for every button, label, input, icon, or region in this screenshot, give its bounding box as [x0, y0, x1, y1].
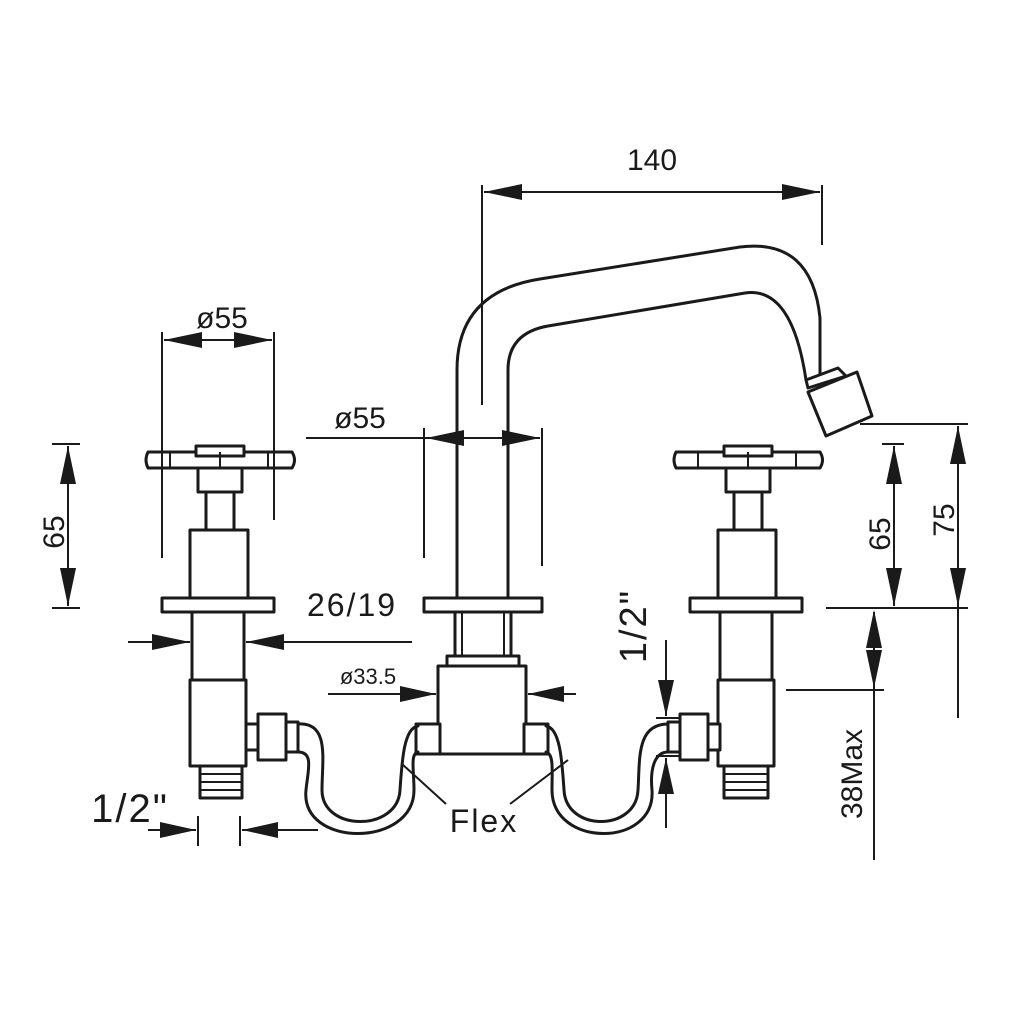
body-port-left [414, 722, 442, 756]
dim-handle-height-left: 65 [38, 443, 80, 609]
mixing-body [436, 664, 528, 756]
dim-inlet-thread-left: 1/2" [91, 787, 318, 846]
dim-label-handle-height-right: 65 [864, 517, 897, 550]
dim-spout-diameter: ø55 [306, 402, 543, 566]
dim-label-flange-diameters: 26/19 [307, 587, 397, 623]
dim-flange-diameters: 26/19 [128, 587, 412, 650]
body-port-right [522, 722, 550, 756]
dim-label-spout-reach: 140 [627, 144, 677, 177]
spout-flange [422, 596, 544, 614]
dim-right-heights: 65 75 [826, 423, 968, 718]
left-flange [160, 596, 276, 614]
left-shank [190, 610, 246, 682]
right-valve-body [716, 678, 776, 768]
dim-handle-diameter: ø55 [161, 302, 275, 558]
dim-label-handle-height-left: 65 [38, 515, 71, 548]
right-hose-nut [678, 712, 710, 762]
dim-spout-reach: 140 [481, 144, 823, 405]
dim-label-body-diameter: ø33.5 [340, 664, 396, 689]
flex-hose-left-inner [296, 750, 420, 835]
dim-body-diameter: ø33.5 [328, 664, 576, 702]
dim-label-handle-diameter: ø55 [196, 302, 248, 335]
left-bonnet [188, 528, 250, 600]
flex-hose-left-outer [296, 722, 420, 823]
right-flange [688, 596, 804, 614]
dim-inlet-thread-right: 1/2" [613, 589, 680, 828]
dim-label-spout-outlet-height: 75 [928, 503, 961, 536]
right-handle-valve [666, 444, 824, 800]
left-hose-nut [256, 712, 288, 762]
left-handle-hub [196, 466, 244, 494]
dim-label-max-deck-thickness: 38Max [836, 729, 869, 819]
spout [455, 244, 874, 600]
dim-label-inlet-thread-left: 1/2" [91, 787, 169, 831]
dim-label-spout-diameter: ø55 [334, 402, 386, 435]
left-stem [204, 490, 236, 532]
right-stem [732, 490, 764, 532]
flex-hoses [296, 722, 670, 835]
spout-outlet-nozzle [806, 370, 874, 438]
flex-hose-right-outer [544, 722, 670, 823]
center-valve-body [414, 596, 550, 756]
left-valve-body [188, 678, 248, 768]
spout-outer-curve [455, 244, 822, 600]
dim-max-deck-thickness: 38Max [786, 610, 884, 860]
spout-inner-curve [506, 291, 808, 600]
right-shank [718, 610, 774, 682]
callout-label-flex-hose: Flex [450, 803, 518, 839]
left-handle-valve [144, 444, 300, 800]
dim-label-inlet-thread-right: 1/2" [613, 589, 655, 663]
right-handle-hub [724, 466, 772, 494]
right-bonnet [716, 528, 778, 600]
callout-flex-hose: Flex [401, 759, 569, 839]
